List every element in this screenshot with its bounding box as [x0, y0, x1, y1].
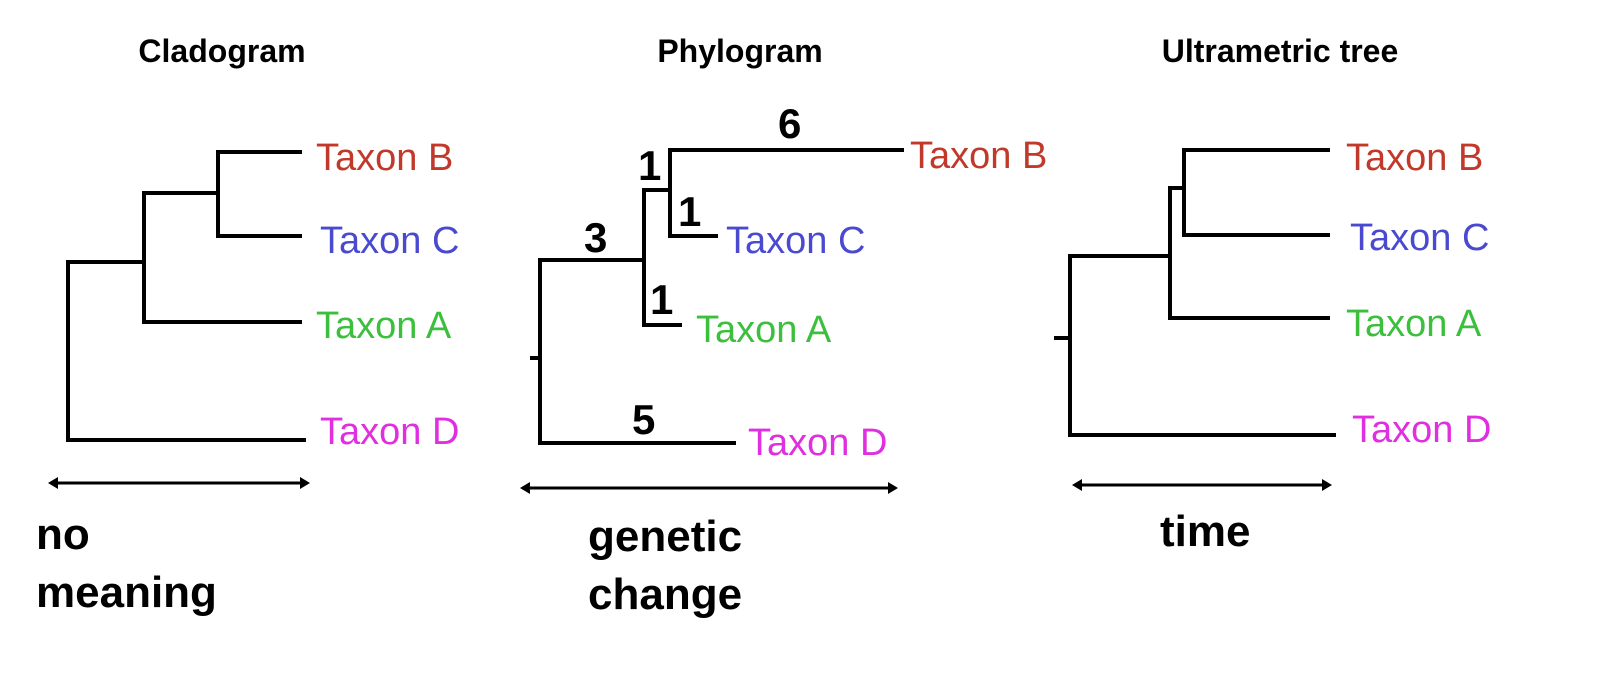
- phylogram-length-b: 6: [778, 100, 801, 147]
- phylogram-scale-bar: [520, 482, 898, 494]
- phylogram-panel: Phylogram: [520, 33, 1047, 619]
- cladogram-panel: Cladogram Taxon: [36, 33, 459, 617]
- cladogram-axis-caption-line2: meaning: [36, 568, 217, 617]
- ultrametric-tree: [1054, 148, 1336, 437]
- ultrametric-taxon-d-label: Taxon D: [1352, 409, 1491, 451]
- ultrametric-scale-left-arrow: [1072, 479, 1082, 491]
- phylogram-length-bc-internal: 1: [638, 142, 661, 189]
- phylogram-axis-caption-line2: change: [588, 570, 742, 619]
- phylogram-length-abc-stem: 3: [584, 214, 607, 261]
- ultrametric-title: Ultrametric tree: [1162, 33, 1399, 69]
- cladogram-scale-left-arrow: [48, 477, 58, 489]
- ultrametric-scale-right-arrow: [1322, 479, 1332, 491]
- phylogram-title: Phylogram: [657, 33, 822, 69]
- cladogram-taxon-a-label: Taxon A: [316, 305, 452, 347]
- cladogram-scale-bar: [48, 477, 310, 489]
- cladogram-taxon-d-label: Taxon D: [320, 411, 459, 453]
- cladogram-tree: [66, 150, 306, 442]
- phylogram-axis-caption-line1: genetic: [588, 512, 742, 561]
- phylogram-taxon-b-label: Taxon B: [910, 135, 1047, 177]
- phylogram-taxon-a-label: Taxon A: [696, 309, 832, 351]
- ultrametric-taxon-a-label: Taxon A: [1346, 303, 1482, 345]
- phylogram-length-a: 1: [650, 276, 673, 323]
- ultrametric-taxon-c-label: Taxon C: [1350, 217, 1489, 259]
- cladogram-axis-caption-line1: no: [36, 510, 90, 559]
- ultrametric-taxon-b-label: Taxon B: [1346, 137, 1483, 179]
- phylogram-taxon-c-label: Taxon C: [726, 220, 865, 262]
- phylogram-length-d: 5: [632, 396, 655, 443]
- phylogram-tree: [530, 148, 904, 445]
- phylogram-taxon-d-label: Taxon D: [748, 422, 887, 464]
- cladogram-taxon-c-label: Taxon C: [320, 220, 459, 262]
- cladogram-title: Cladogram: [138, 33, 305, 69]
- phylogram-scale-right-arrow: [888, 482, 898, 494]
- cladogram-scale-right-arrow: [300, 477, 310, 489]
- phylogram-scale-left-arrow: [520, 482, 530, 494]
- phylogram-length-c: 1: [678, 188, 701, 235]
- ultrametric-panel: Ultrametric tree: [1054, 33, 1491, 556]
- cladogram-taxon-b-label: Taxon B: [316, 137, 453, 179]
- ultrametric-scale-bar: [1072, 479, 1332, 491]
- ultrametric-axis-caption: time: [1160, 507, 1250, 556]
